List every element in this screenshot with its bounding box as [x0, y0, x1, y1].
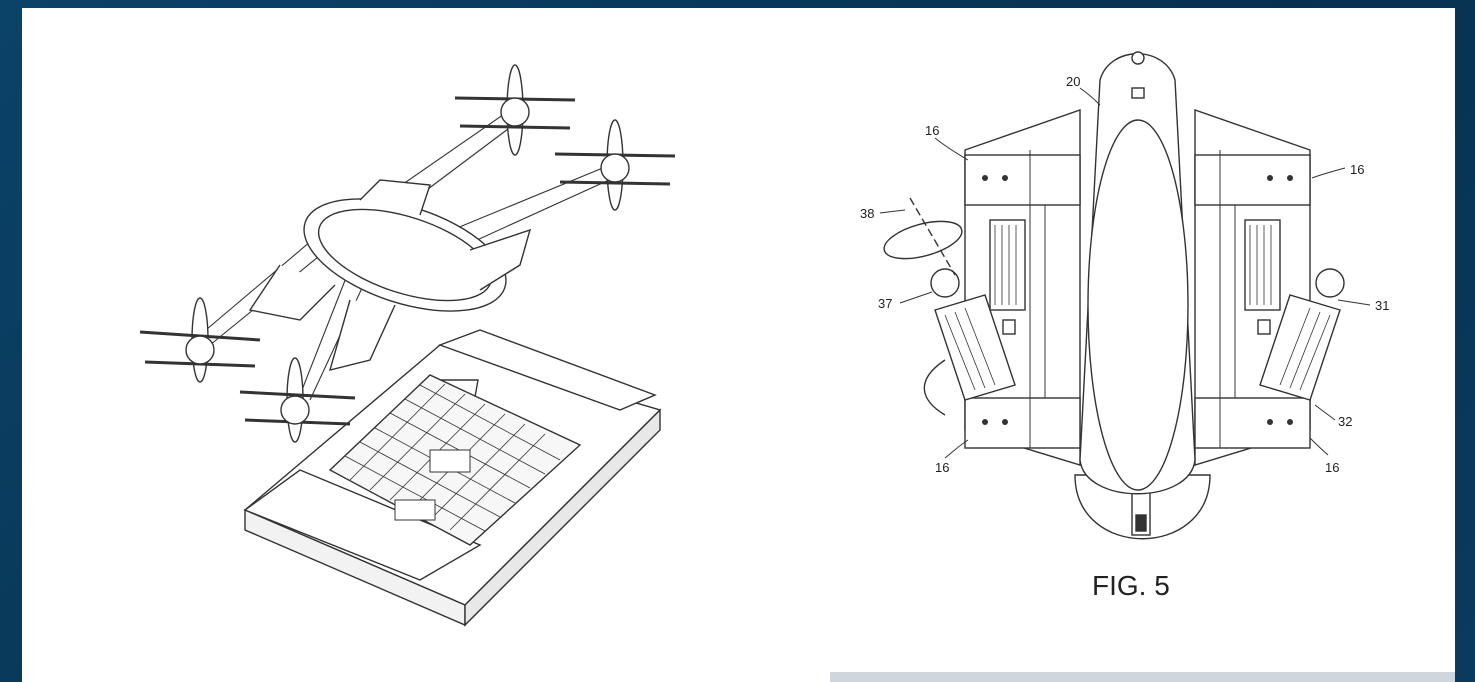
label-20: 20 [1066, 74, 1080, 89]
deploy-arrow [923, 359, 946, 416]
label-37: 37 [878, 296, 892, 311]
reference-labels: 16 16 16 16 20 38 37 31 32 FIG. 5 [860, 74, 1389, 601]
rotor-front-left [139, 297, 261, 383]
rotation-arrow [883, 220, 963, 260]
rotor-rear-left [239, 357, 356, 443]
sheet-edge [830, 672, 1455, 682]
charging-pad [243, 329, 662, 627]
label-32: 32 [1338, 414, 1352, 429]
figure-caption: FIG. 5 [1092, 570, 1170, 601]
deployed-pod-right [1259, 268, 1345, 401]
rotor-rear-right [454, 64, 576, 156]
label-16-top-left: 16 [925, 123, 939, 138]
stowed-rotor-pods [989, 219, 1281, 335]
label-16-top-right: 16 [1350, 162, 1364, 177]
label-16-bottom-right: 16 [1325, 460, 1339, 475]
leader-lines [879, 87, 1371, 459]
fuselage-oval [248, 179, 532, 371]
rotation-axis-line [909, 197, 956, 276]
fig5-top-view-drawing [879, 51, 1371, 540]
label-31: 31 [1375, 298, 1389, 313]
deployed-pod-left [930, 268, 1016, 401]
rotor-front-right [554, 119, 676, 211]
label-38: 38 [860, 206, 874, 221]
isometric-aircraft-drawing [139, 64, 676, 627]
solar-grid [344, 383, 561, 532]
label-16-bottom-left: 16 [935, 460, 949, 475]
